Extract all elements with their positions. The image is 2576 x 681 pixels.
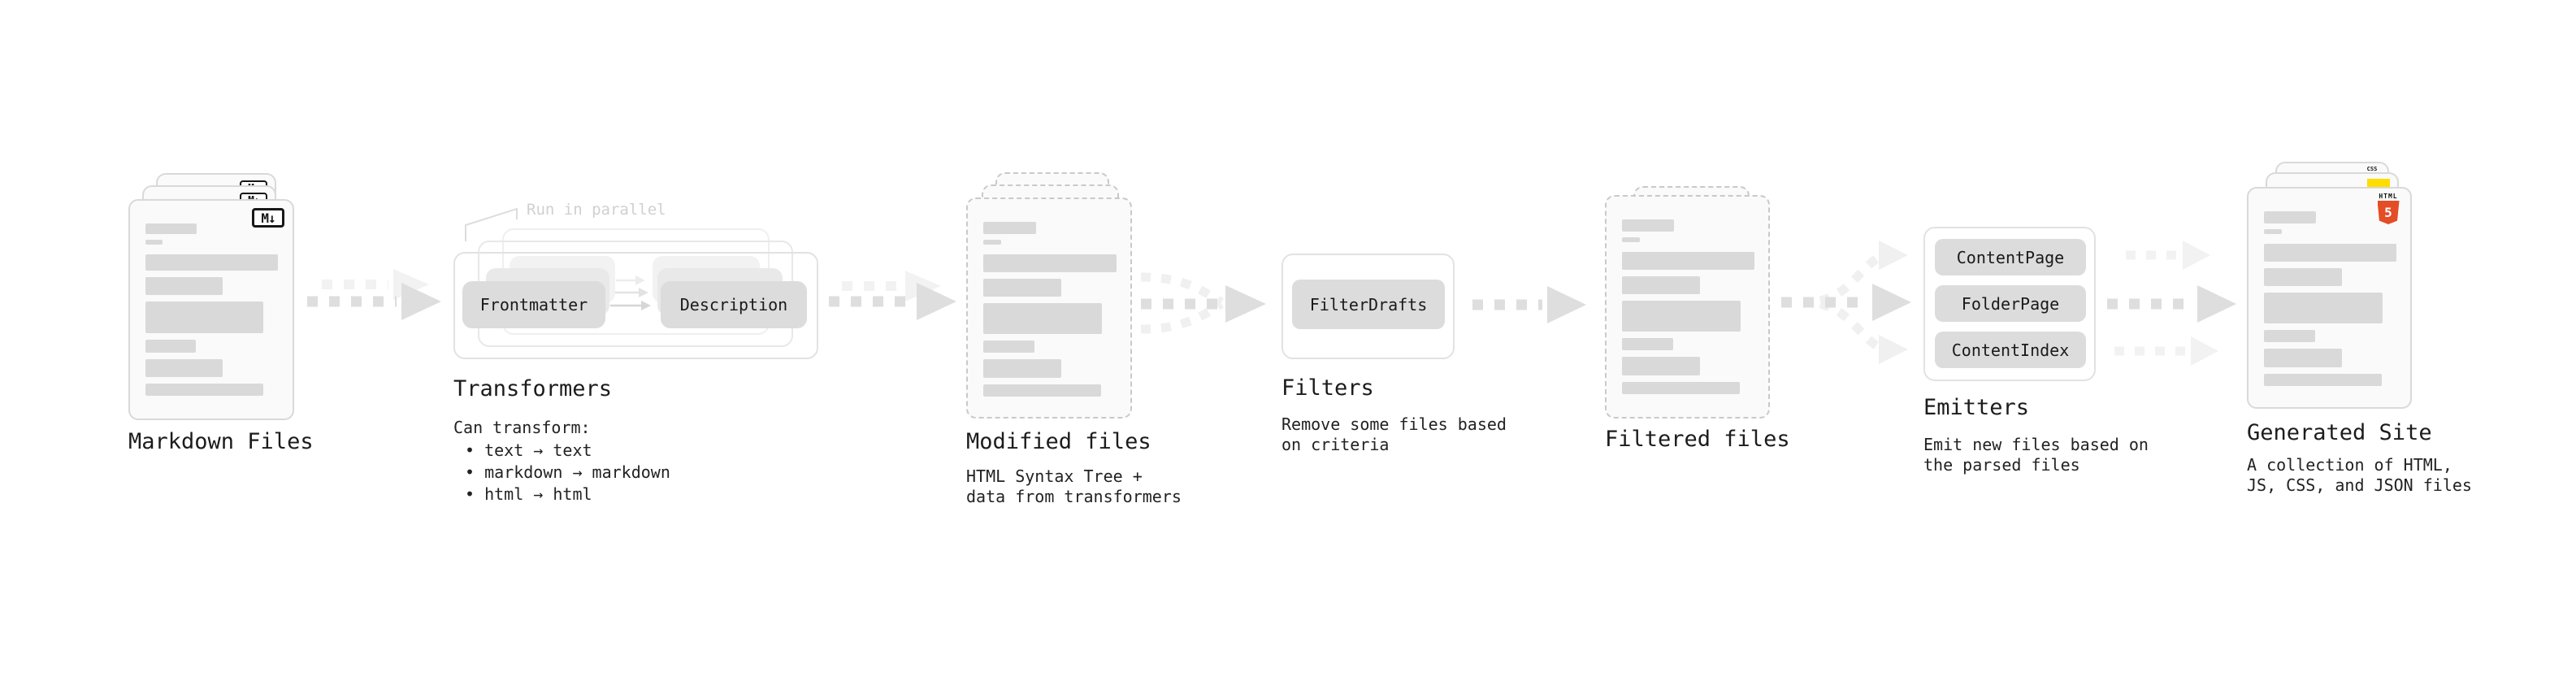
filters-desc: Remove some files based <box>1281 414 1507 434</box>
filters-desc: on criteria <box>1281 435 1390 454</box>
description-box: Description <box>661 281 807 328</box>
generated-doc-front: HTML 5 <box>2247 187 2412 409</box>
transformers-bullet: • html → html <box>465 484 592 504</box>
transformers-desc-heading: Can transform: <box>453 418 591 437</box>
doc-placeholder-lines <box>983 222 1117 397</box>
doc-placeholder-lines <box>1622 219 1754 394</box>
modified-doc-front <box>966 197 1132 419</box>
transformers-layer-front: Frontmatter Description <box>453 252 818 359</box>
arrow-emitters-to-generated <box>2107 241 2236 366</box>
stage-title-filtered-files: Filtered files <box>1605 427 1790 452</box>
markdown-icon: M↓ <box>252 208 284 228</box>
html5-icon: HTML 5 <box>2374 193 2403 224</box>
stage-title-modified-files: Modified files <box>966 429 1151 454</box>
emitter-contentindex: ContentIndex <box>1935 332 2086 368</box>
transformers-bullet: • text → text <box>465 440 592 460</box>
arrow-filters-to-filtered <box>1472 286 1586 323</box>
modified-files-desc: data from transformers <box>966 487 1182 506</box>
transformers-bullet: • markdown → markdown <box>465 462 670 482</box>
emitters-desc: the parsed files <box>1923 455 2080 475</box>
arrow-markdown-to-transformers <box>307 269 441 320</box>
js-icon <box>2367 179 2390 189</box>
modified-files-desc: HTML Syntax Tree + <box>966 466 1143 486</box>
filtered-doc-front <box>1605 195 1770 419</box>
emitter-folderpage: FolderPage <box>1935 285 2086 322</box>
generated-site-desc: JS, CSS, and JSON files <box>2247 475 2472 495</box>
filterdrafts-chip: FilterDrafts <box>1292 280 1445 329</box>
generated-site-desc: A collection of HTML, <box>2247 455 2452 475</box>
run-in-parallel-annotation: Run in parallel <box>527 201 666 219</box>
stage-title-emitters: Emitters <box>1923 395 2030 420</box>
stage-title-markdown-files: Markdown Files <box>128 429 314 454</box>
doc-placeholder-lines <box>145 223 278 396</box>
doc-placeholder-lines <box>2264 211 2396 386</box>
emitter-contentpage: ContentPage <box>1935 239 2086 275</box>
emitters-desc: Emit new files based on <box>1923 435 2149 454</box>
arrow-transformers-to-modified <box>829 271 956 320</box>
stage-title-generated-site: Generated Site <box>2247 420 2432 445</box>
markdown-doc-front: M↓ <box>128 199 294 420</box>
frontmatter-box: Frontmatter <box>462 281 605 328</box>
arrow-filtered-to-emitters-split <box>1781 241 1911 364</box>
stage-title-transformers: Transformers <box>453 376 613 401</box>
stage-title-filters: Filters <box>1281 375 1374 401</box>
arrow-modified-to-filters-merge <box>1140 272 1266 334</box>
emitters-panel: ContentPage FolderPage ContentIndex <box>1923 227 2096 381</box>
